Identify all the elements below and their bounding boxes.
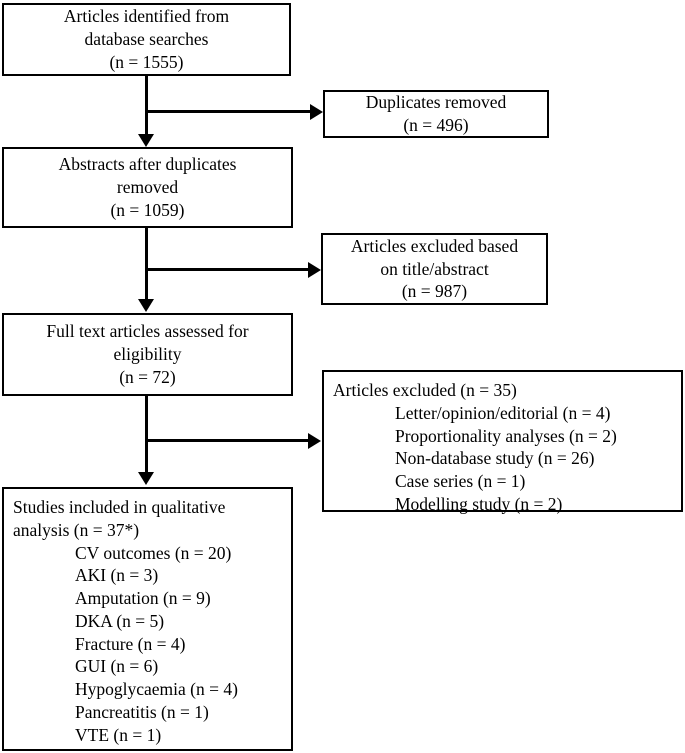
connector-identified-to-abstracts	[145, 76, 148, 136]
connector-abstracts-to-fulltext	[145, 228, 148, 301]
excluded-reason: Non-database study (n = 26)	[395, 448, 595, 469]
connector-to-excluded-title-abstract	[145, 268, 313, 271]
included-outcome: DKA (n = 5)	[75, 610, 165, 631]
arrowhead-right-to-excluded-full-text	[308, 433, 321, 449]
node-full-text-assessed: Full text articles assessed for eligibil…	[2, 313, 293, 396]
node-count: (n = 72)	[119, 366, 176, 387]
node-articles-identified: Articles identified from database search…	[2, 3, 291, 76]
node-articles-excluded-full-text: Articles excluded (n = 35) Letter/opinio…	[322, 370, 683, 514]
node-studies-included-qualitative: Studies included in qualitative analysis…	[2, 487, 293, 751]
included-outcome: GUI (n = 6)	[75, 656, 159, 677]
node-count: (n = 987)	[401, 281, 468, 302]
excluded-reason: Modelling study (n = 2)	[395, 493, 563, 514]
connector-to-duplicates-removed	[145, 110, 315, 113]
node-line: Abstracts after duplicates	[58, 154, 237, 175]
excluded-reason: Letter/opinion/editorial (n = 4)	[395, 402, 611, 423]
included-outcome: Hypoglycaemia (n = 4)	[75, 679, 238, 699]
connector-fulltext-to-included	[145, 396, 148, 474]
included-outcome: Pancreatitis (n = 1)	[75, 701, 209, 722]
node-line: database searches	[84, 29, 209, 50]
node-line: eligibility	[113, 344, 182, 365]
arrowhead-right-to-excluded-title-abstract	[308, 262, 321, 278]
node-abstracts-after-duplicates: Abstracts after duplicates removed (n = …	[2, 147, 293, 228]
included-outcome: VTE (n = 1)	[75, 724, 162, 745]
included-header-line: analysis (n = 37*)	[13, 519, 140, 540]
included-outcome: Fracture (n = 4)	[75, 633, 186, 654]
arrowhead-down-to-fulltext	[138, 299, 154, 312]
node-line: Full text articles assessed for	[46, 321, 249, 342]
excluded-reason: Case series (n = 1)	[395, 471, 526, 491]
node-line: Duplicates removed	[365, 92, 507, 113]
node-articles-excluded-title-abstract: Articles excluded based on title/abstrac…	[321, 233, 548, 305]
node-duplicates-removed: Duplicates removed (n = 496)	[323, 90, 549, 138]
node-count: (n = 1059)	[110, 199, 185, 220]
arrowhead-down-to-included	[138, 472, 154, 485]
arrowhead-down-to-abstracts	[138, 134, 154, 147]
excluded-header: Articles excluded (n = 35)	[333, 380, 517, 400]
included-outcome: CV outcomes (n = 20)	[75, 542, 232, 563]
arrowhead-right-to-duplicates-removed	[310, 104, 323, 120]
node-line: Articles identified from	[63, 6, 230, 27]
connector-to-excluded-full-text	[145, 439, 313, 442]
included-outcome: Amputation (n = 9)	[75, 588, 211, 608]
node-line: removed	[116, 177, 179, 198]
included-header-line: Studies included in qualitative	[13, 497, 226, 517]
node-count: (n = 1555)	[109, 51, 184, 72]
included-outcome: AKI (n = 3)	[75, 565, 159, 586]
node-line: Articles excluded based	[350, 235, 519, 256]
node-count: (n = 496)	[403, 115, 469, 135]
node-line: on title/abstract	[380, 258, 489, 279]
excluded-reason: Proportionality analyses (n = 2)	[395, 425, 617, 446]
